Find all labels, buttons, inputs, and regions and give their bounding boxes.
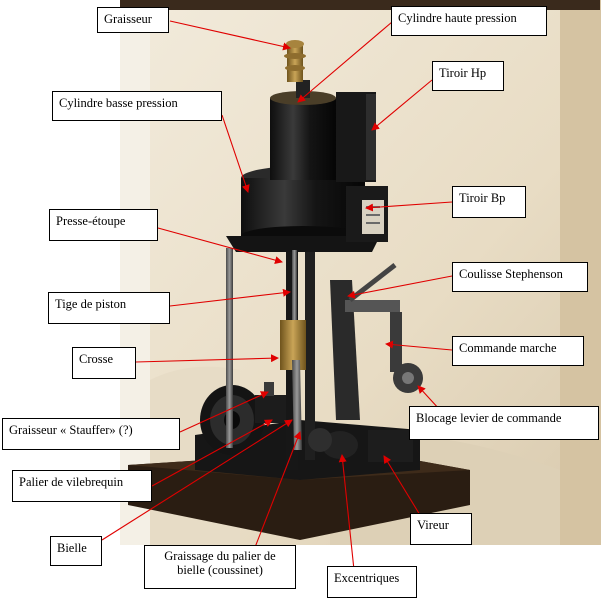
arrow-graisseur — [169, 20, 291, 51]
arrow-coulisse — [347, 275, 453, 299]
arrow-commande-marche — [385, 340, 453, 351]
label-commande-marche: Commande marche — [452, 336, 584, 366]
label-cylindre-basse-pression: Cylindre basse pression — [52, 91, 222, 121]
label-tige-de-piston: Tige de piston — [48, 292, 170, 324]
label-blocage-levier-de-commande: Blocage levier de commande — [409, 406, 599, 440]
label-tiroir-hp: Tiroir Hp — [432, 61, 504, 91]
arrow-cylindre-hp — [297, 21, 393, 103]
label-crosse: Crosse — [72, 347, 136, 379]
arrow-crosse — [135, 354, 279, 363]
arrow-vireur — [383, 455, 421, 516]
arrow-tiroir-hp — [371, 79, 433, 131]
label-bielle: Bielle — [50, 536, 102, 566]
arrow-cylindre-bp — [221, 114, 250, 193]
label-excentriques: Excentriques — [327, 566, 417, 598]
label-presse-etoupe: Presse-étoupe — [49, 209, 158, 241]
arrow-graisseur-stauffer — [179, 391, 269, 433]
label-vireur: Vireur — [410, 513, 472, 545]
arrow-tiroir-bp — [365, 201, 453, 212]
label-graisseur: Graisseur — [97, 7, 169, 33]
label-cylindre-haute-pression: Cylindre haute pression — [391, 6, 547, 36]
arrow-bielle — [101, 419, 293, 541]
arrow-graissage-palier — [251, 431, 302, 556]
arrow-tige-piston — [169, 288, 291, 307]
arrow-excentriques — [338, 454, 355, 571]
label-palier-de-vilebrequin: Palier de vilebrequin — [12, 470, 152, 502]
label-graisseur-stauffer: Graisseur « Stauffer» (?) — [2, 418, 180, 450]
label-tiroir-bp: Tiroir Bp — [452, 186, 526, 218]
label-graissage-du-palier-de-bielle: Graissage du palier de bielle (coussinet… — [144, 545, 296, 589]
arrow-palier-vilebrequin — [151, 419, 273, 487]
label-coulisse-stephenson: Coulisse Stephenson — [452, 262, 588, 292]
arrow-presse-etoupe — [157, 227, 283, 265]
